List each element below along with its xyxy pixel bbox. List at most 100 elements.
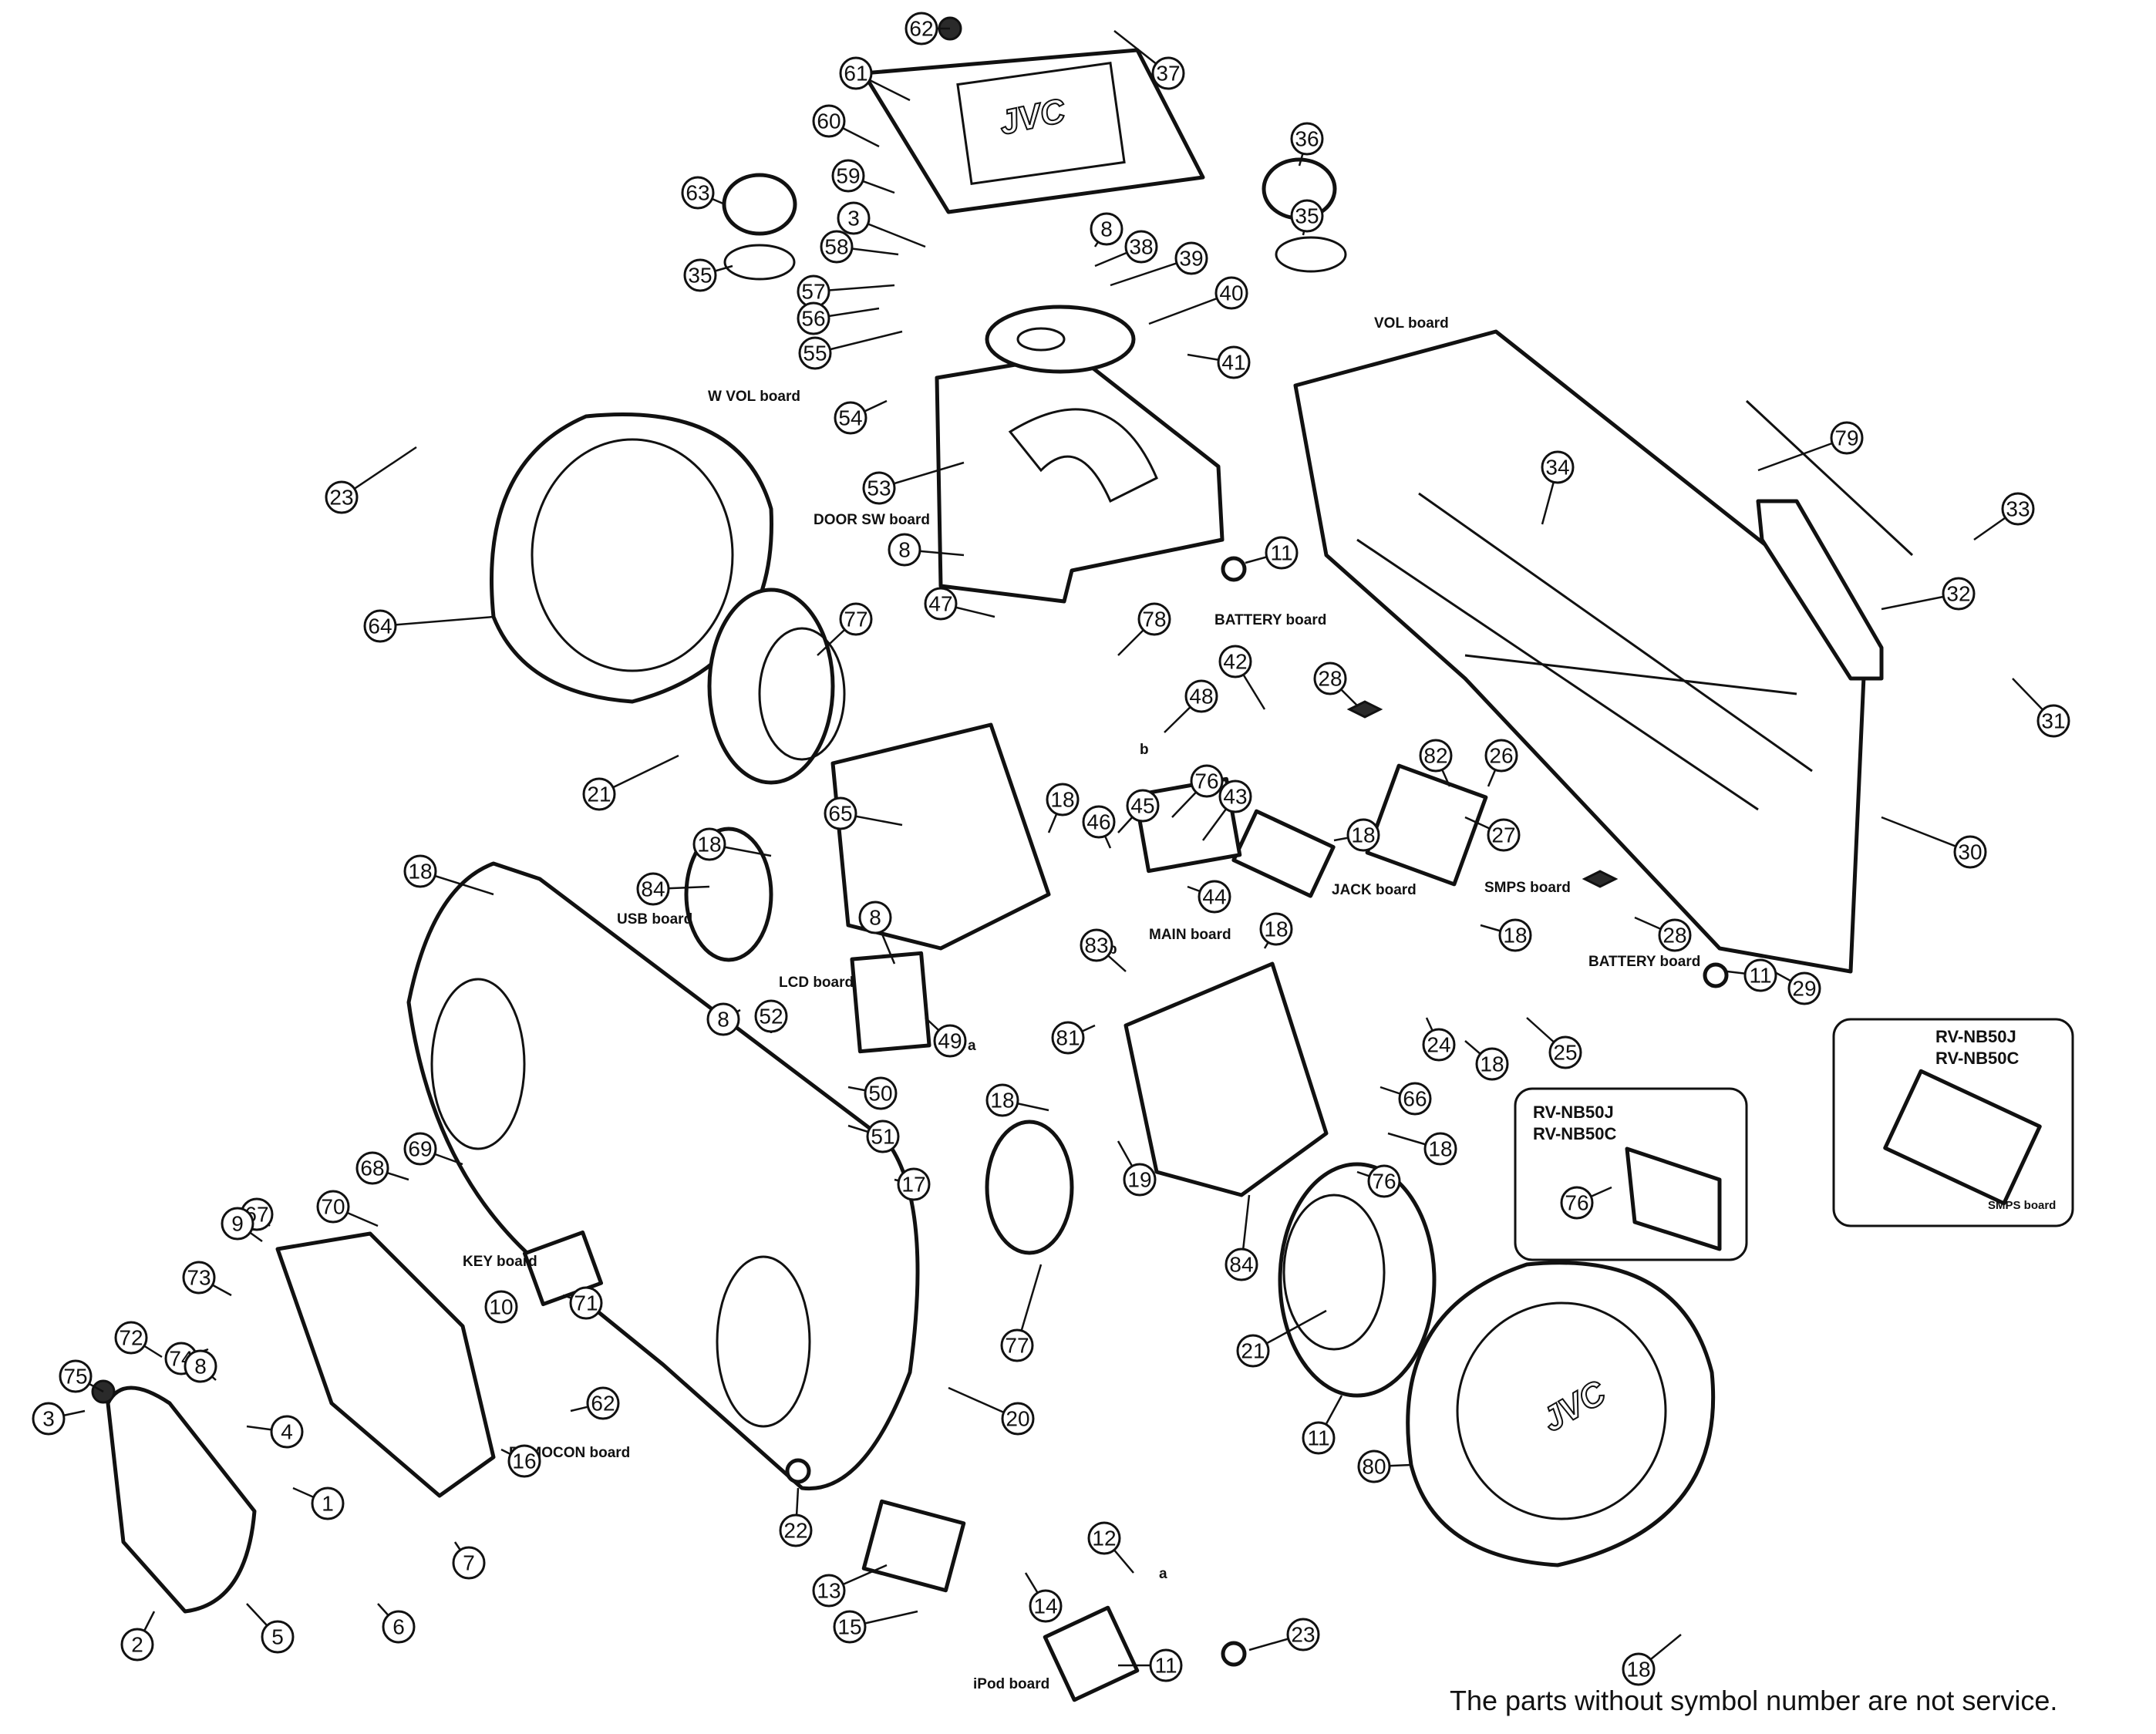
ipod-board-shape	[1043, 1605, 1140, 1702]
part-number-callout: 46	[1082, 805, 1116, 839]
part-number: 27	[1491, 823, 1515, 847]
foot-11-a	[1221, 556, 1247, 582]
part-number: 80	[1362, 1455, 1386, 1479]
part-number: 63	[686, 181, 709, 205]
part-number: 65	[828, 802, 852, 826]
part-number-callout: 4	[270, 1415, 304, 1449]
parts-artwork: JVC JVC	[91, 16, 1914, 1702]
part-number-callout: 40	[1214, 276, 1248, 310]
part-number: 2	[131, 1633, 143, 1657]
part-number-callout: 21	[1236, 1334, 1270, 1368]
rear-cabinet-detail	[1356, 492, 1813, 811]
part-number: 21	[587, 783, 611, 806]
turntable	[985, 305, 1136, 374]
part-number: 42	[1223, 650, 1247, 674]
right-woofer-cone	[1282, 1194, 1386, 1351]
part-number-callout: 60	[812, 104, 846, 138]
part-number-callout: 18	[1346, 818, 1380, 852]
ring-right	[1275, 236, 1347, 273]
part-number: 72	[119, 1326, 143, 1350]
part-number-callout: 75	[59, 1359, 93, 1393]
part-number-callout: 36	[1290, 122, 1324, 156]
board-label-battery-top: BATTERY board	[1214, 612, 1326, 628]
part-number-callout: 49	[933, 1024, 967, 1058]
part-number: 37	[1156, 62, 1180, 86]
part-number-callout: 83	[1080, 928, 1113, 962]
part-number-callout: 23	[1286, 1618, 1320, 1652]
part-number: 73	[187, 1266, 211, 1290]
front-bezel	[106, 1386, 257, 1614]
part-number-callout: 58	[820, 230, 854, 264]
part-number: 52	[759, 1005, 783, 1029]
part-number: 41	[1221, 351, 1245, 375]
ipod-dock	[861, 1499, 966, 1593]
part-number-callout: 18	[1475, 1047, 1509, 1081]
part-number-callout: 12	[1087, 1521, 1121, 1555]
mid-speaker-left	[684, 827, 773, 962]
part-number-callout: 31	[2036, 704, 2070, 738]
jack-board-shape	[1231, 809, 1336, 898]
part-number: 55	[803, 342, 827, 365]
part-number: 8	[898, 538, 911, 562]
variant-box-2: RV-NB50J RV-NB50C	[1832, 1018, 2074, 1227]
part-number-callout: 37	[1151, 56, 1185, 90]
part-number: 77	[844, 608, 867, 631]
part-number-callout: 47	[924, 587, 958, 621]
front-cabinet	[406, 861, 920, 1491]
knob-left	[722, 173, 797, 236]
part-number-callout: 29	[1787, 971, 1821, 1005]
part-number: 12	[1092, 1527, 1116, 1550]
mark-b-1: b	[1140, 742, 1149, 758]
left-grille-inner	[531, 438, 734, 672]
part-number-callout: 18	[1622, 1652, 1656, 1686]
part-number-callout: 7	[452, 1546, 486, 1580]
part-number: 3	[847, 207, 860, 231]
part-number-callout: 18	[692, 827, 726, 861]
part-number: 53	[867, 476, 891, 500]
part-number-callout: 30	[1953, 835, 1987, 869]
part-number: 49	[938, 1029, 962, 1053]
part-number-callout: 6	[382, 1610, 416, 1644]
ring-left	[723, 244, 796, 281]
part-number-callout: 8	[888, 533, 921, 567]
antenna	[1745, 399, 1914, 557]
part-number-callout: 70	[316, 1190, 350, 1224]
part-number-callout: 18	[1046, 783, 1080, 816]
part-number: 58	[824, 235, 848, 259]
part-number-callout: 41	[1217, 345, 1251, 379]
part-number-callout: 44	[1198, 880, 1231, 914]
part-number-callout: 51	[866, 1120, 900, 1153]
part-number: 14	[1033, 1594, 1057, 1618]
part-number: 24	[1427, 1033, 1450, 1057]
part-number: 15	[837, 1615, 861, 1639]
part-number: 71	[574, 1291, 598, 1315]
part-number-callout: 54	[834, 401, 867, 435]
part-number: 18	[1428, 1137, 1452, 1161]
spring-28-top	[1346, 700, 1383, 719]
part-number-callout: 27	[1487, 818, 1521, 852]
cd-tray-cutout	[1008, 408, 1158, 503]
part-number: 28	[1318, 667, 1342, 691]
part-number: 66	[1403, 1087, 1427, 1111]
part-number: 8	[194, 1355, 207, 1379]
part-number-callout: 2	[120, 1628, 154, 1662]
part-number-callout: 10	[484, 1290, 518, 1324]
part-number-callout: 11	[1743, 958, 1777, 992]
part-number: 11	[1154, 1654, 1177, 1678]
spring-28-bottom	[1582, 870, 1619, 888]
part-number: 21	[1241, 1339, 1265, 1363]
board-labels: W VOL board VOL board DOOR SW board BATT…	[463, 315, 2056, 1692]
part-number-callout: 76	[1367, 1164, 1401, 1198]
part-number-callout: 76	[1560, 1186, 1594, 1220]
part-number-callout: 35	[683, 258, 717, 292]
part-number: 69	[408, 1137, 432, 1161]
part-number: 51	[871, 1125, 894, 1149]
part-number: 45	[1130, 794, 1154, 818]
part-number-callout: 34	[1541, 450, 1575, 484]
part-number-callout: 53	[862, 471, 896, 505]
part-number: 28	[1662, 924, 1686, 948]
board-label-lcd: LCD board	[779, 975, 854, 991]
front-speaker-right-opening	[716, 1255, 811, 1428]
part-number: 18	[1626, 1658, 1650, 1682]
part-number-callout: 3	[837, 201, 871, 235]
